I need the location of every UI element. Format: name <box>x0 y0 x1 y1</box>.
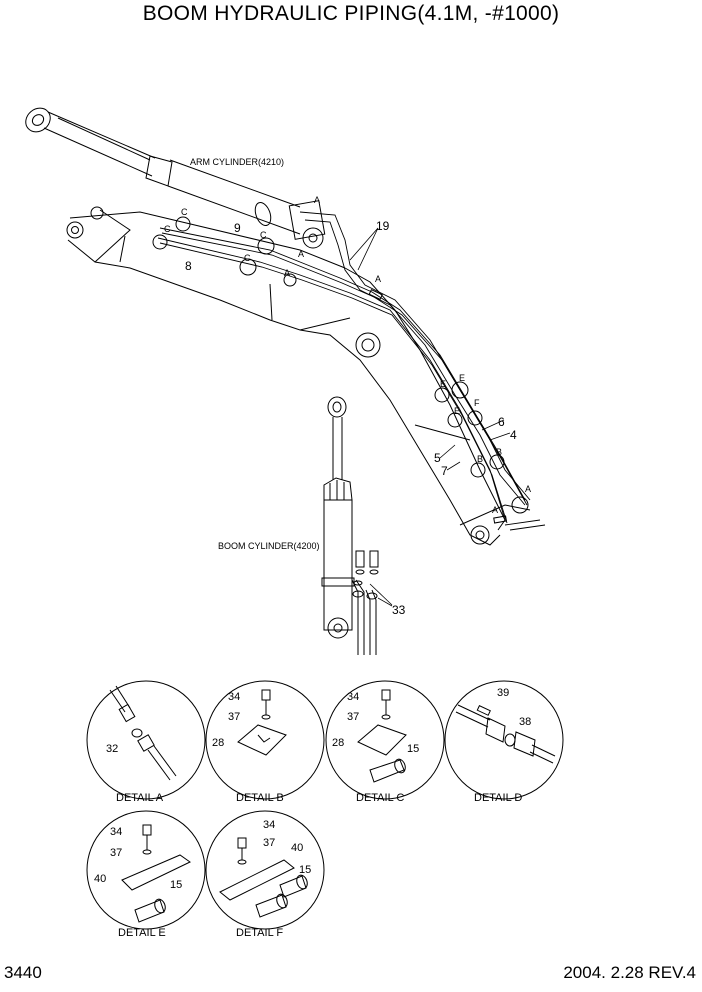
detail-e-part-34: 34 <box>110 826 122 838</box>
detail-d-caption: DETAIL D <box>474 792 522 804</box>
marker-b-2: B <box>496 447 502 457</box>
arm-cylinder-label: ARM CYLINDER(4210) <box>190 157 284 167</box>
marker-c-4: C <box>244 253 251 263</box>
marker-f-1: F <box>474 398 480 408</box>
callout-4: 4 <box>510 428 517 442</box>
detail-f-part-40: 40 <box>291 842 303 854</box>
detail-e-part-15: 15 <box>170 879 182 891</box>
detail-d-part-39: 39 <box>497 687 509 699</box>
marker-e-3: E <box>454 406 460 416</box>
callout-19: 19 <box>376 219 390 233</box>
marker-c-3: C <box>260 230 267 240</box>
marker-b-1: B <box>477 454 483 464</box>
detail-b-part-37: 37 <box>228 711 240 723</box>
marker-a-2: A <box>298 249 304 259</box>
marker-e-1: E <box>459 373 465 383</box>
detail-b-view <box>205 680 325 800</box>
detail-a-part-32: 32 <box>106 743 118 755</box>
callout-33: 33 <box>392 603 406 617</box>
callout-6: 6 <box>498 415 505 429</box>
callout-5: 5 <box>434 451 441 465</box>
boom-pipes <box>157 211 546 531</box>
detail-f-part-15: 15 <box>299 864 311 876</box>
detail-f-caption: DETAIL F <box>236 927 283 939</box>
revision-date: 2004. 2.28 REV.4 <box>563 963 696 982</box>
detail-c-part-28: 28 <box>332 737 344 749</box>
detail-e-part-37: 37 <box>110 847 122 859</box>
detail-c-part-15: 15 <box>407 743 419 755</box>
detail-b-caption: DETAIL B <box>236 792 284 804</box>
detail-b-part-34: 34 <box>228 691 240 703</box>
boom-body <box>66 206 531 546</box>
detail-c-view <box>325 680 445 800</box>
detail-d-part-38: 38 <box>519 716 531 728</box>
detail-a-view <box>86 680 206 800</box>
callout-9: 9 <box>234 221 241 235</box>
detail-c-part-37: 37 <box>347 711 359 723</box>
page-title: BOOM HYDRAULIC PIPING(4.1M, -#1000) <box>142 2 560 25</box>
pipe-clamps <box>152 216 529 524</box>
marker-c-1: C <box>181 207 188 217</box>
marker-a-1: A <box>314 195 320 205</box>
detail-f-view <box>205 810 325 930</box>
detail-e-part-40: 40 <box>94 873 106 885</box>
detail-b-part-28: 28 <box>212 737 224 749</box>
callout-8: 8 <box>185 259 192 273</box>
marker-e-2: E <box>440 379 446 389</box>
callout-leaders <box>349 227 511 607</box>
detail-a-caption: DETAIL A <box>116 792 164 804</box>
detail-c-caption: DETAIL C <box>356 792 404 804</box>
detail-f-part-37: 37 <box>263 837 275 849</box>
boom-cylinder <box>321 396 379 655</box>
marker-a-6: A <box>492 505 498 515</box>
callout-7: 7 <box>441 464 448 478</box>
detail-e-view <box>86 810 206 930</box>
detail-d-view <box>444 680 564 800</box>
arm-cylinder <box>25 107 326 249</box>
page-number: 3440 <box>4 963 42 982</box>
marker-a-3: A <box>284 268 290 278</box>
marker-a-4: A <box>375 274 381 284</box>
marker-a-5: A <box>525 484 531 494</box>
detail-f-part-34: 34 <box>263 819 275 831</box>
marker-c-2: C <box>164 224 171 234</box>
detail-c-part-34: 34 <box>347 691 359 703</box>
boom-cylinder-label: BOOM CYLINDER(4200) <box>218 541 320 551</box>
detail-e-caption: DETAIL E <box>118 927 166 939</box>
